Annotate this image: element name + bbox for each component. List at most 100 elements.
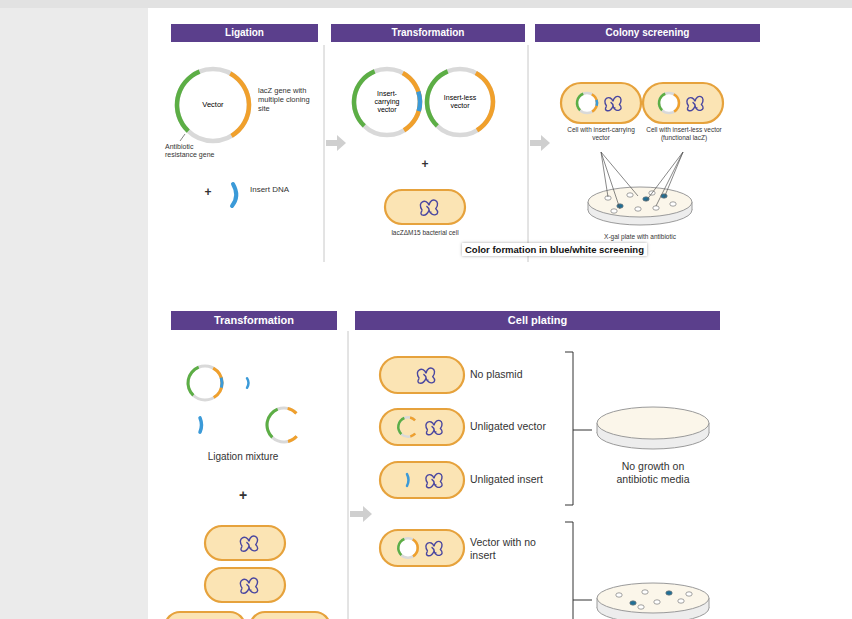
plasmid-segment — [220, 377, 224, 388]
plasmid-segment — [475, 71, 496, 132]
annotation: Vector with no insert — [470, 536, 558, 561]
annotation: X-gal plate with antibiotic — [585, 233, 695, 241]
cell-wall — [380, 462, 464, 498]
bacterial-cell — [380, 530, 464, 566]
plasmid-segment — [265, 408, 278, 439]
plasmid-segment — [288, 435, 298, 443]
colony — [686, 592, 692, 596]
annotation: lacZ gene with multiple cloning site — [258, 86, 320, 113]
plasmid-label: Insert-carrying vector — [365, 90, 409, 114]
insert-dna — [232, 184, 236, 206]
colony — [670, 202, 676, 206]
plasmid-label: Vector — [202, 101, 223, 110]
bacterial-cell — [643, 83, 723, 123]
plasmid-label: Insert-less vector — [438, 94, 482, 110]
bacterial-cell — [165, 612, 245, 619]
insert-fragment — [200, 418, 202, 432]
plasmid-circle: Insert-less vector — [425, 67, 495, 137]
colony — [638, 605, 644, 609]
plasmid-segment — [352, 69, 376, 127]
colony — [630, 601, 636, 605]
leader-line — [601, 152, 620, 209]
section-header: Transformation — [331, 24, 525, 42]
colony — [666, 591, 672, 595]
bracket — [565, 522, 592, 619]
cell-wall — [205, 526, 285, 560]
annotation: Antibiotic resistance gene — [165, 143, 217, 160]
colony — [616, 593, 622, 597]
colony — [611, 209, 617, 213]
cell-wall — [380, 409, 464, 445]
header-text: Colony screening — [606, 27, 690, 39]
leader-line — [646, 152, 683, 201]
colony — [678, 599, 684, 603]
plasmid-segment — [287, 407, 297, 414]
plasmid-segment — [416, 91, 422, 112]
plate-agar — [597, 583, 709, 613]
header-text: Transformation — [392, 27, 465, 39]
cell-wall — [643, 83, 723, 123]
annotation: Cell with insert-less vector (functional… — [643, 126, 725, 142]
plasmid-segment — [212, 367, 223, 399]
section-header: Transformation — [171, 311, 337, 330]
plasmid-segment — [658, 93, 666, 112]
bacterial-chromosome — [420, 200, 437, 215]
bacterial-cell — [205, 568, 285, 602]
cell-wall — [385, 190, 465, 224]
annotation: Insert DNA — [250, 185, 294, 195]
plasmid-segment — [412, 538, 419, 557]
annotation: No plasmid — [470, 368, 560, 381]
plasmid-segment — [397, 417, 405, 435]
bacterial-chromosome — [426, 420, 442, 434]
cell-wall — [205, 568, 285, 602]
bacterial-cell — [380, 357, 464, 393]
plasmid-segment — [186, 366, 199, 397]
plasmid-segment — [402, 71, 423, 132]
leader-line — [601, 152, 638, 196]
bacterial-cell — [205, 526, 285, 560]
cell-wall — [380, 357, 464, 393]
header-text: Transformation — [214, 314, 294, 327]
bacterial-chromosome — [426, 541, 442, 555]
plate-agar — [597, 407, 709, 439]
plasmid-segment — [595, 99, 598, 106]
colony — [642, 590, 648, 594]
bacterial-chromosome — [426, 473, 442, 487]
plate-agar — [588, 187, 692, 217]
plasmid-segment — [673, 93, 680, 113]
annotation: Ligation mixture — [183, 451, 303, 463]
plus-sign: + — [201, 185, 215, 199]
header-text: Ligation — [225, 27, 264, 39]
annotation: Unligated vector — [470, 420, 560, 433]
colony — [635, 207, 641, 211]
bacterial-cell — [561, 83, 641, 123]
plasmid-circle: Insert-carrying vector — [352, 67, 422, 137]
top-bar — [0, 0, 852, 8]
colony — [617, 204, 623, 208]
panel-divider — [348, 331, 349, 619]
ligation-mixture — [186, 366, 297, 444]
plasmid-segment — [397, 538, 405, 556]
bacterial-chromosome — [687, 96, 703, 110]
bracket — [565, 352, 592, 505]
cell-wall — [165, 612, 245, 619]
annotation: lacZΔM15 bacterial cell — [365, 229, 485, 237]
plasmid-segment — [229, 71, 251, 137]
plus-sign: + — [236, 487, 250, 504]
plasmid-segment — [397, 416, 416, 438]
panel-divider — [528, 45, 529, 262]
petri-plate — [597, 407, 709, 449]
annotation: Unligated insert — [470, 473, 560, 486]
colony — [653, 206, 659, 210]
step-arrow — [326, 135, 346, 151]
plus-sign: + — [418, 157, 432, 171]
bacterial-chromosome — [240, 578, 257, 593]
panel-divider — [324, 45, 325, 262]
leader-line — [656, 152, 683, 206]
bacterial-chromosome — [605, 96, 621, 110]
plasmid-segment — [410, 416, 416, 421]
petri-plate — [597, 583, 709, 619]
plasmid-segment — [266, 407, 298, 444]
bacterial-cell — [250, 612, 330, 619]
